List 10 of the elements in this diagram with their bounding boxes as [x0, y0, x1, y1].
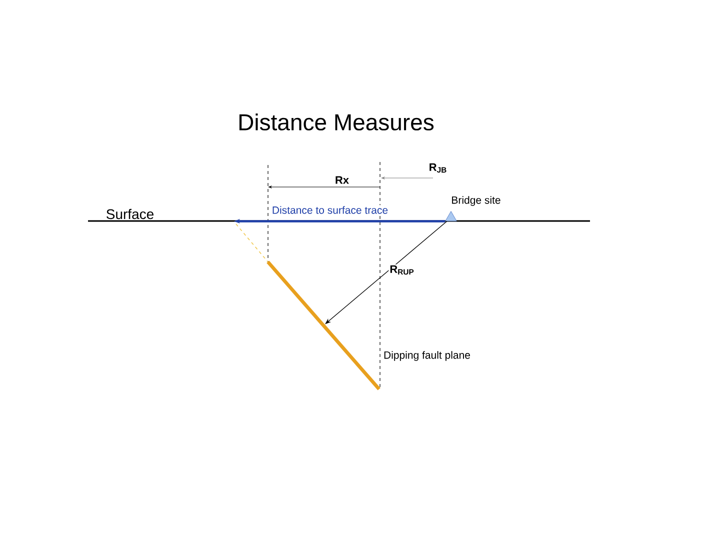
edge-label: R$_{RUP}$: [388, 264, 416, 276]
dimension-label: Rx: [336, 176, 349, 184]
fault-plane: [236, 224, 380, 390]
node-caption: Bridge site: [452, 196, 500, 206]
dimension-label: R$_{JB}$: [430, 163, 446, 173]
bridge-site-marker: [445, 211, 457, 222]
surface-label: Surface: [106, 208, 154, 220]
node-caption: Dipping fault plane: [384, 351, 470, 361]
edge-label: Distance to surface trace: [270, 205, 390, 215]
title: Distance Measures: [239, 114, 434, 130]
